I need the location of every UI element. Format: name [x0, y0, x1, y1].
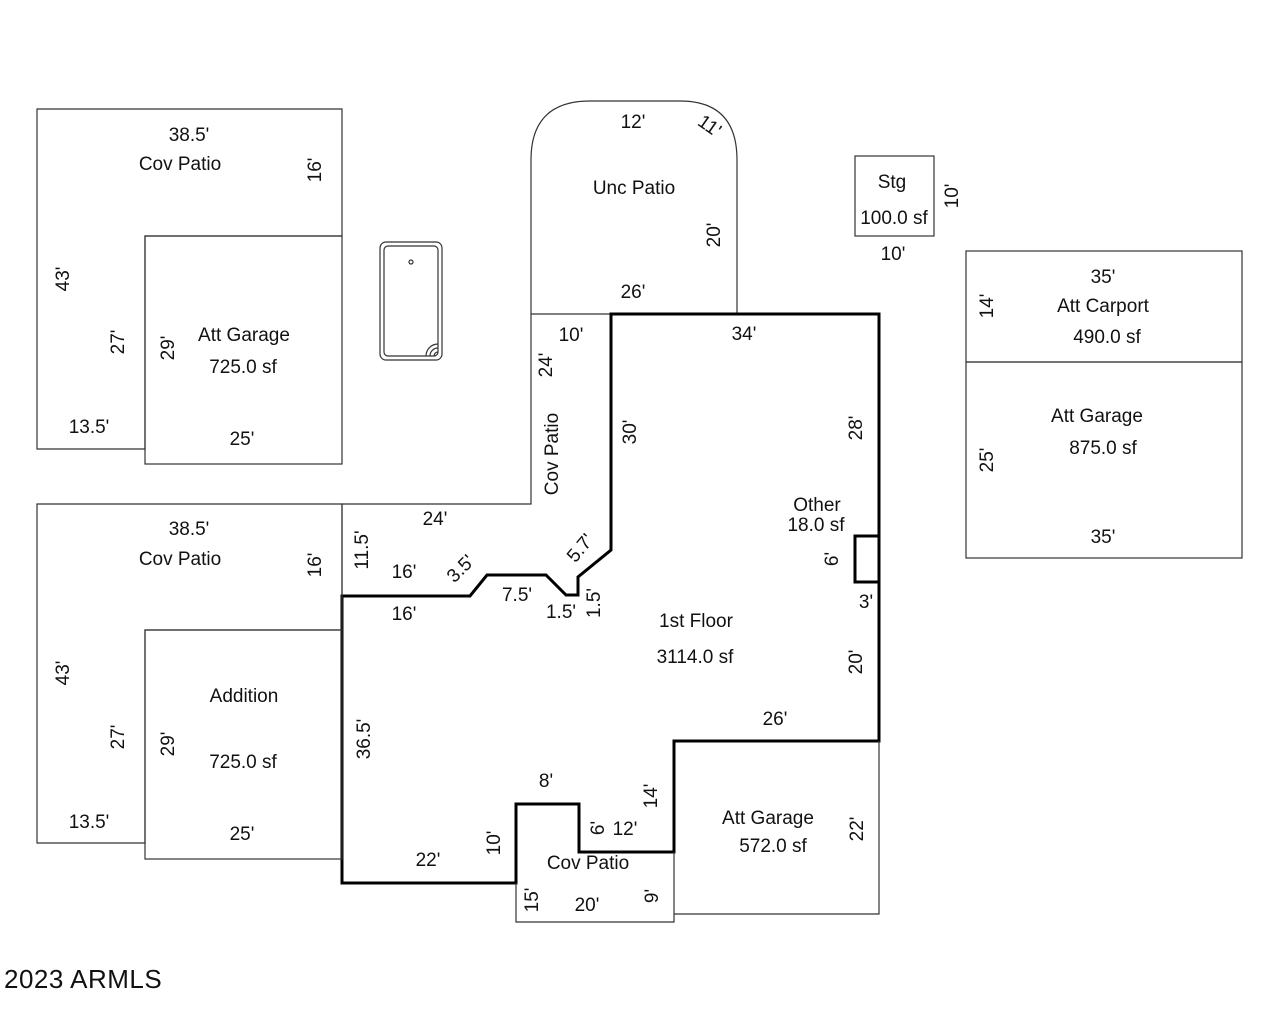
- cov-patio-bottom-section: Cov Patio 15' 20' 9': [515, 852, 675, 923]
- addition-section: Addition 725.0 sf 29' 25': [144, 629, 343, 860]
- att-carport-depth-label: 14': [977, 294, 998, 319]
- first-floor-bump-side-label: 6': [588, 821, 609, 835]
- att-carport-name-label: Att Carport: [1057, 296, 1150, 317]
- cov-patio-top-section: 38.5' Cov Patio 16' 43' 27' 13.5': [36, 108, 343, 450]
- cov-patio-middle-top-label: 10': [559, 325, 584, 346]
- unc-patio-top-label: 12': [621, 112, 646, 133]
- att-garage-bottom-area-label: 572.0 sf: [739, 836, 807, 857]
- first-floor-garage-side-label: 14': [641, 784, 662, 809]
- unc-patio-bottom-label: 26': [621, 282, 646, 303]
- first-floor-diagonal-label: 5.7': [563, 530, 598, 567]
- cov-patio-top-bottom-label: 13.5': [69, 417, 110, 438]
- other-outline: [853, 534, 881, 584]
- cov-patio-bottom-width-label: 20': [575, 895, 600, 916]
- att-garage-top-left-area-label: 725.0 sf: [209, 357, 277, 378]
- first-floor-notch-side-label: 1.5': [584, 588, 605, 618]
- first-floor-garage-top-label: 26': [763, 709, 788, 730]
- stg-outline: [854, 155, 935, 237]
- cov-patio-bottom-left-bottom-label: 13.5': [69, 812, 110, 833]
- att-garage-bottom-name-label: Att Garage: [722, 808, 814, 829]
- att-carport-width-label: 35': [1091, 267, 1116, 288]
- first-floor-bump-bottom-label: 12': [613, 819, 638, 840]
- att-garage-top-left-width-label: 25': [230, 429, 255, 450]
- pool-icon: [379, 241, 443, 361]
- first-floor-right-upper-label: 28': [846, 416, 867, 441]
- other-name-label: Other: [793, 495, 841, 516]
- first-floor-right-step-label: 3': [859, 592, 873, 613]
- cov-patio-bottom-left-width-label: 38.5': [169, 519, 210, 540]
- addition-name-label: Addition: [210, 686, 279, 707]
- stg-section: Stg 100.0 sf 10' 10': [854, 155, 963, 265]
- att-carport-section: 35' Att Carport 490.0 sf 14': [965, 250, 1243, 363]
- unc-patio-section: 12' 11' Unc Patio 20' 26': [530, 100, 738, 315]
- cov-patio-bottom-left-label: 15': [522, 888, 543, 913]
- att-garage-bottom-section: Att Garage 572.0 sf 22': [674, 741, 880, 915]
- other-side-label: 6': [822, 552, 843, 566]
- cov-patio-middle-side-label: 24': [536, 353, 557, 378]
- addition-outline: [144, 629, 343, 860]
- cov-patio-top-name-label: Cov Patio: [139, 154, 221, 175]
- first-floor-slope-label: 3.5': [443, 551, 479, 587]
- copyright-watermark: 2023 ARMLS: [4, 964, 162, 994]
- att-garage-right-depth-label: 25': [977, 448, 998, 473]
- att-garage-right-name-label: Att Garage: [1051, 406, 1143, 427]
- first-floor-outline: [340, 312, 881, 885]
- cov-patio-bottom-left-name-label: Cov Patio: [139, 549, 221, 570]
- att-garage-top-left-depth-label: 29': [158, 336, 179, 361]
- first-floor-bump-width-label: 8': [539, 771, 553, 792]
- first-floor-top-label: 34': [732, 324, 757, 345]
- cov-patio-bottom-left-inner-label: 27': [108, 725, 129, 750]
- first-floor-left-top-label: 16': [392, 604, 417, 625]
- cov-patio-middle-bottom-label: 24': [423, 509, 448, 530]
- cov-patio-bottom-left-section: 38.5' Cov Patio 16' 43' 27' 13.5': [36, 503, 343, 844]
- att-garage-bottom-outline: [674, 741, 880, 915]
- unc-patio-side-label: 20': [704, 223, 725, 248]
- first-floor-left-upper-label: 30': [620, 420, 641, 445]
- first-floor-area-label: 3114.0 sf: [657, 647, 734, 668]
- unc-patio-outline: [530, 100, 738, 314]
- att-garage-bottom-side-label: 22': [847, 817, 868, 842]
- first-floor-name-label: 1st Floor: [659, 611, 734, 632]
- att-garage-right-width-label: 35': [1091, 527, 1116, 548]
- addition-depth-label: 29': [158, 732, 179, 757]
- cov-patio-bottom-left-left-label: 43': [53, 661, 74, 686]
- att-garage-right-area-label: 875.0 sf: [1069, 438, 1137, 459]
- other-area-label: 18.0 sf: [787, 515, 845, 536]
- first-floor-notch-bottom-label: 1.5': [546, 602, 576, 623]
- cov-patio-bottom-left-depth-label: 16': [305, 553, 326, 578]
- first-floor-step-top-label: 16': [392, 562, 417, 583]
- addition-area-label: 725.0 sf: [209, 752, 277, 773]
- first-floor-bottom-step-label: 10': [484, 831, 505, 856]
- cov-patio-top-left-label: 43': [53, 267, 74, 292]
- att-garage-right-section: Att Garage 875.0 sf 25' 35': [965, 361, 1243, 559]
- cov-patio-top-width-label: 38.5': [169, 125, 210, 146]
- cov-patio-bottom-outline: [515, 852, 675, 923]
- cov-patio-middle-section: 10' 24' Cov Patio 24' 11.5': [341, 314, 584, 596]
- att-carport-area-label: 490.0 sf: [1073, 327, 1141, 348]
- cov-patio-middle-name-label: Cov Patio: [542, 413, 563, 495]
- first-floor-section: 34' 30' 28' 5.7' 16' 3.5' 7.5' 1.5' 1.5'…: [340, 312, 881, 885]
- att-garage-top-left-name-label: Att Garage: [198, 325, 290, 346]
- addition-width-label: 25': [230, 824, 255, 845]
- cov-patio-bottom-name-label: Cov Patio: [547, 853, 629, 874]
- other-section: Other 18.0 sf 6': [787, 495, 881, 584]
- cov-patio-top-depth-label: 16': [305, 158, 326, 183]
- stg-side-label: 10': [942, 184, 963, 209]
- att-garage-top-left-section: Att Garage 725.0 sf 29' 25': [144, 235, 343, 465]
- first-floor-left-side-label: 36.5': [354, 719, 375, 760]
- cov-patio-middle-left-label: 11.5': [352, 530, 373, 569]
- cov-patio-top-inner-label: 27': [108, 330, 129, 355]
- stg-area-label: 100.0 sf: [860, 208, 928, 229]
- att-garage-right-outline: [965, 361, 1243, 559]
- stg-name-label: Stg: [878, 172, 907, 193]
- first-floor-notch-width-label: 7.5': [502, 585, 532, 606]
- unc-patio-name-label: Unc Patio: [593, 178, 675, 199]
- att-garage-top-left-outline: [144, 235, 343, 465]
- cov-patio-bottom-right-label: 9': [642, 889, 663, 903]
- first-floor-right-lower-label: 20': [846, 650, 867, 675]
- first-floor-bottom-label: 22': [416, 850, 441, 871]
- unc-patio-arc-label: 11': [694, 111, 725, 142]
- stg-bottom-label: 10': [881, 244, 906, 265]
